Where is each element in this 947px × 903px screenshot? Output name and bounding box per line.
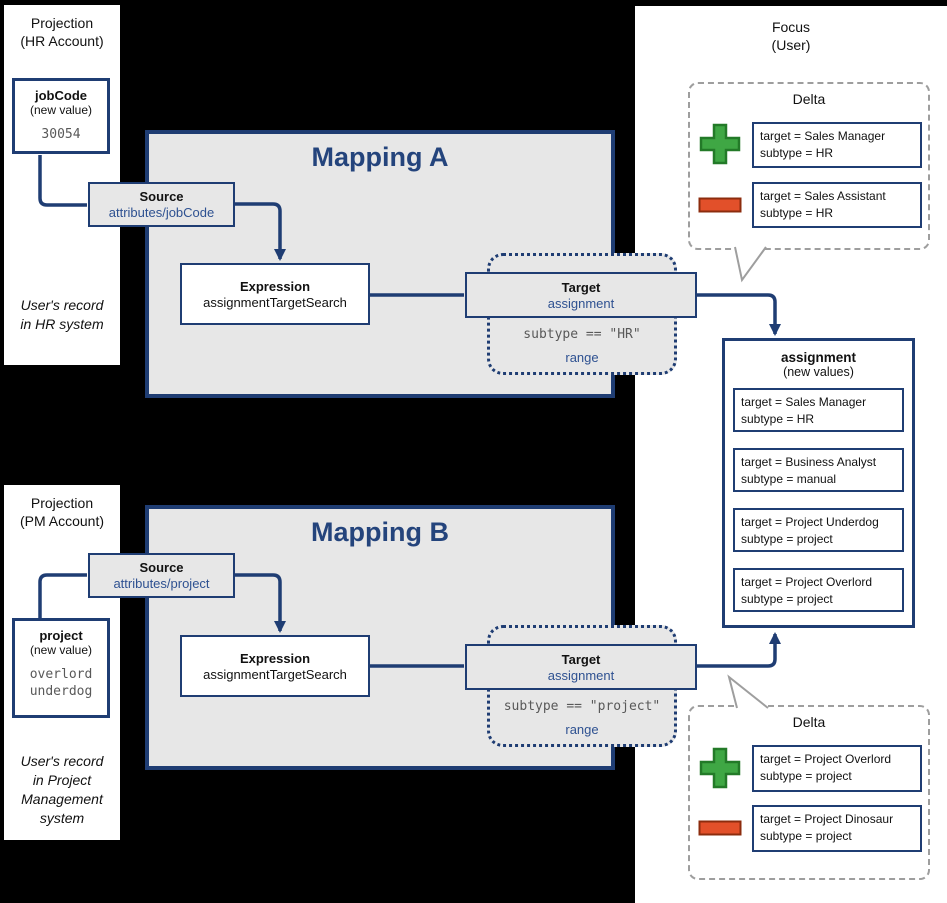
mapping-b-title: Mapping B [311, 517, 449, 547]
mapping-a-source-label: Source [139, 189, 184, 204]
project-attribute-name: project [39, 628, 83, 643]
mapping-b-source-label: Source [139, 560, 184, 575]
hr-record-caption: User's record in HR system [20, 297, 104, 332]
pm-record-caption: User's record in Project Management syst… [20, 753, 104, 826]
mapping-a-range-condition: subtype == "HR" [523, 327, 641, 342]
delta-project-removed-item: target = Project Dinosaur subtype = proj… [752, 805, 922, 852]
mapping-b-expression-label: Expression [239, 650, 311, 666]
mapping-b-expression-value: assignmentTargetSearch [203, 666, 347, 682]
assignment-item: target = Sales Manager subtype = HR [733, 388, 904, 432]
mapping-b-source-box: Source attributes/project [88, 553, 235, 598]
jobcode-attribute-name: jobCode [35, 88, 87, 103]
assignment-item: target = Business Analyst subtype = manu… [733, 448, 904, 492]
minus-icon [698, 820, 742, 836]
mapping-a-expression-label: Expression [239, 278, 311, 294]
projection-hr-title: Projection (HR Account) [20, 15, 104, 49]
focus-title: Focus (User) [771, 19, 811, 53]
delta-hr-added-item: target = Sales Manager subtype = HR [752, 122, 922, 168]
mapping-a-range-label: range [565, 350, 599, 365]
delta-hr-title: Delta [792, 91, 826, 107]
mapping-a-source-box: Source attributes/jobCode [88, 182, 235, 227]
jobcode-attribute-box: jobCode (new value) 30054 [12, 78, 110, 154]
mapping-b-target-box: Target assignment [465, 644, 697, 690]
delta-project-title: Delta [792, 714, 826, 730]
mapping-a-target-value: assignment [547, 295, 615, 311]
jobcode-attribute-note: (new value) [29, 103, 93, 117]
assignment-item: target = Project Underdog subtype = proj… [733, 508, 904, 552]
delta-project-added-item: target = Project Overlord subtype = proj… [752, 745, 922, 792]
mapping-a-expression-value: assignmentTargetSearch [203, 294, 347, 310]
delta-hr-removed-item: target = Sales Assistant subtype = HR [752, 182, 922, 228]
mapping-b-source-value: attributes/project [113, 576, 210, 591]
mapping-b-range-label: range [565, 722, 599, 737]
mapping-b-range-condition: subtype == "project" [503, 699, 661, 714]
assignment-title: assignment [780, 350, 857, 365]
plus-icon [698, 122, 742, 166]
minus-icon [698, 197, 742, 213]
assignment-item: target = Project Overlord subtype = proj… [733, 568, 904, 612]
mapping-a-title: Mapping A [311, 142, 449, 172]
assignment-subtitle: (new values) [783, 365, 854, 379]
project-attribute-value: overlord underdog [29, 667, 93, 699]
mapping-b-target-label: Target [561, 651, 601, 667]
mapping-a-target-box: Target assignment [465, 272, 697, 318]
mapping-b-target-value: assignment [547, 667, 615, 683]
project-attribute-note: (new value) [29, 643, 93, 657]
mapping-a-source-value: attributes/jobCode [108, 205, 215, 220]
plus-icon [698, 746, 742, 790]
project-attribute-box: project (new value) overlord underdog [12, 618, 110, 718]
jobcode-attribute-value: 30054 [41, 127, 81, 142]
mapping-b-expression-box: Expression assignmentTargetSearch [180, 635, 370, 697]
mapping-a-expression-box: Expression assignmentTargetSearch [180, 263, 370, 325]
projection-pm-title: Projection (PM Account) [19, 495, 105, 529]
mapping-a-target-label: Target [561, 279, 601, 295]
delta-project-box: Delta [688, 705, 930, 880]
